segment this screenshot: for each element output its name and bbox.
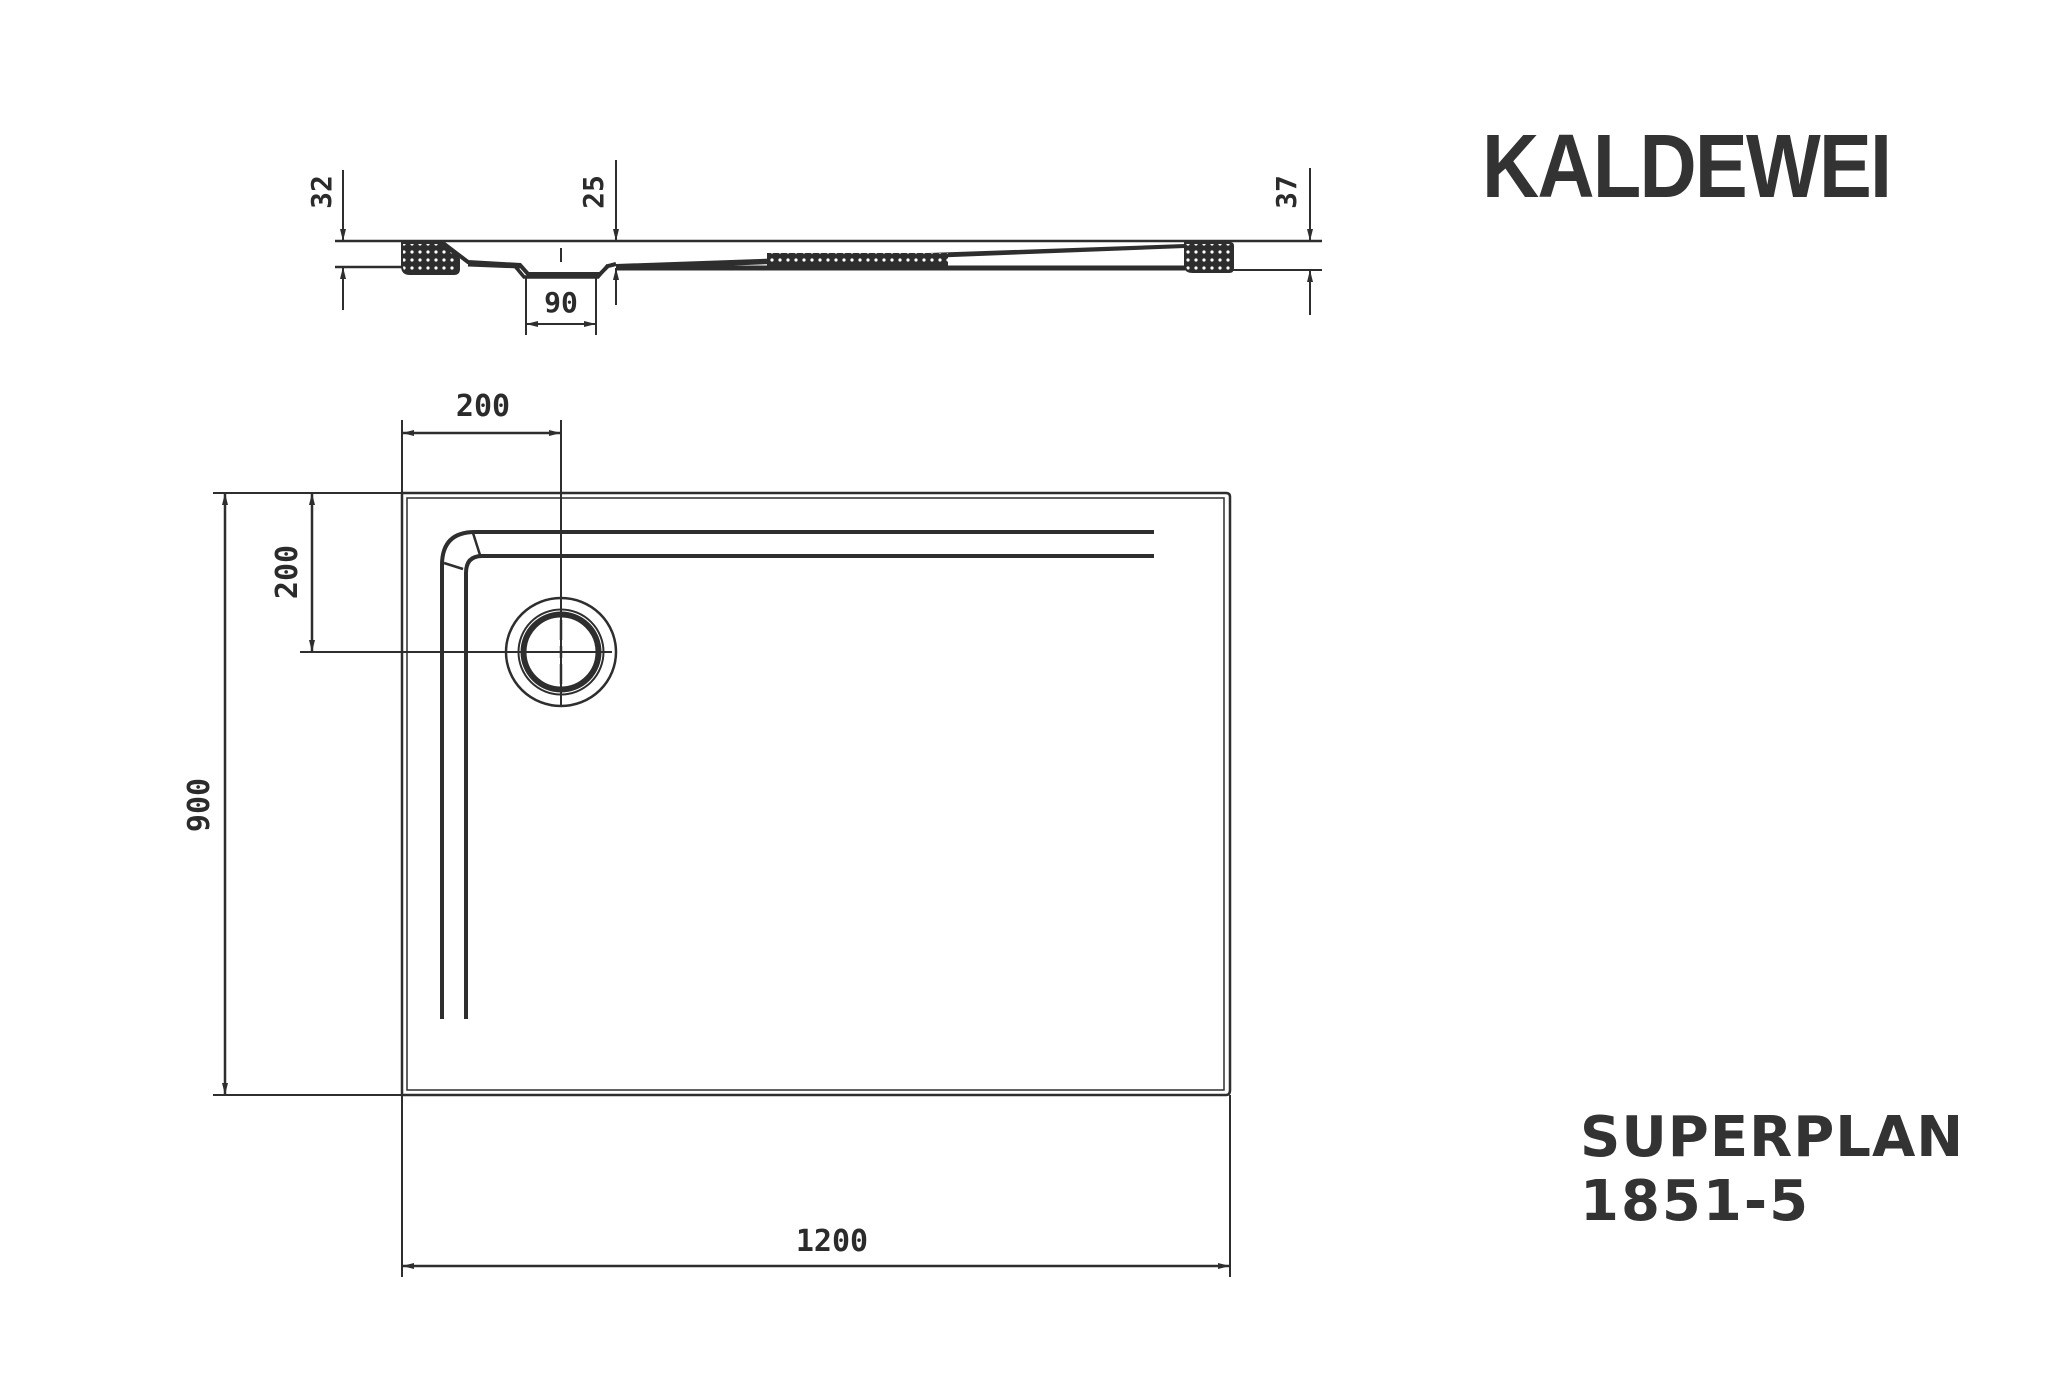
dim-label-90: 90	[544, 286, 578, 319]
product-code: 1851-5	[1580, 1169, 1811, 1234]
drain-bowl	[512, 263, 610, 279]
perforated-strip	[767, 253, 948, 266]
plan-view	[213, 420, 1232, 1277]
channel-inner	[464, 554, 1154, 1019]
dim-label-32: 32	[305, 175, 338, 209]
dim-label-drain-offset-x: 200	[456, 389, 510, 424]
dim-label-25: 25	[577, 175, 610, 209]
section-view	[335, 160, 1322, 335]
channel-outer	[440, 530, 1154, 1019]
plan-dimension-labels: 200 200 900 1200	[182, 389, 868, 1259]
dim-label-37: 37	[1270, 175, 1303, 209]
section-dimension-labels: 32 25 37 90	[305, 175, 1303, 319]
tray-outline	[400, 491, 1232, 1097]
dim-label-depth: 900	[182, 778, 217, 832]
kaldewei-logo: KALDEWEI	[1482, 117, 1892, 217]
left-foot-block	[401, 242, 460, 275]
dim-label-drain-offset-y: 200	[270, 545, 305, 599]
right-foot-block	[1184, 242, 1234, 273]
product-name: SUPERPLAN	[1580, 1105, 1965, 1170]
dim-label-width: 1200	[796, 1224, 868, 1259]
